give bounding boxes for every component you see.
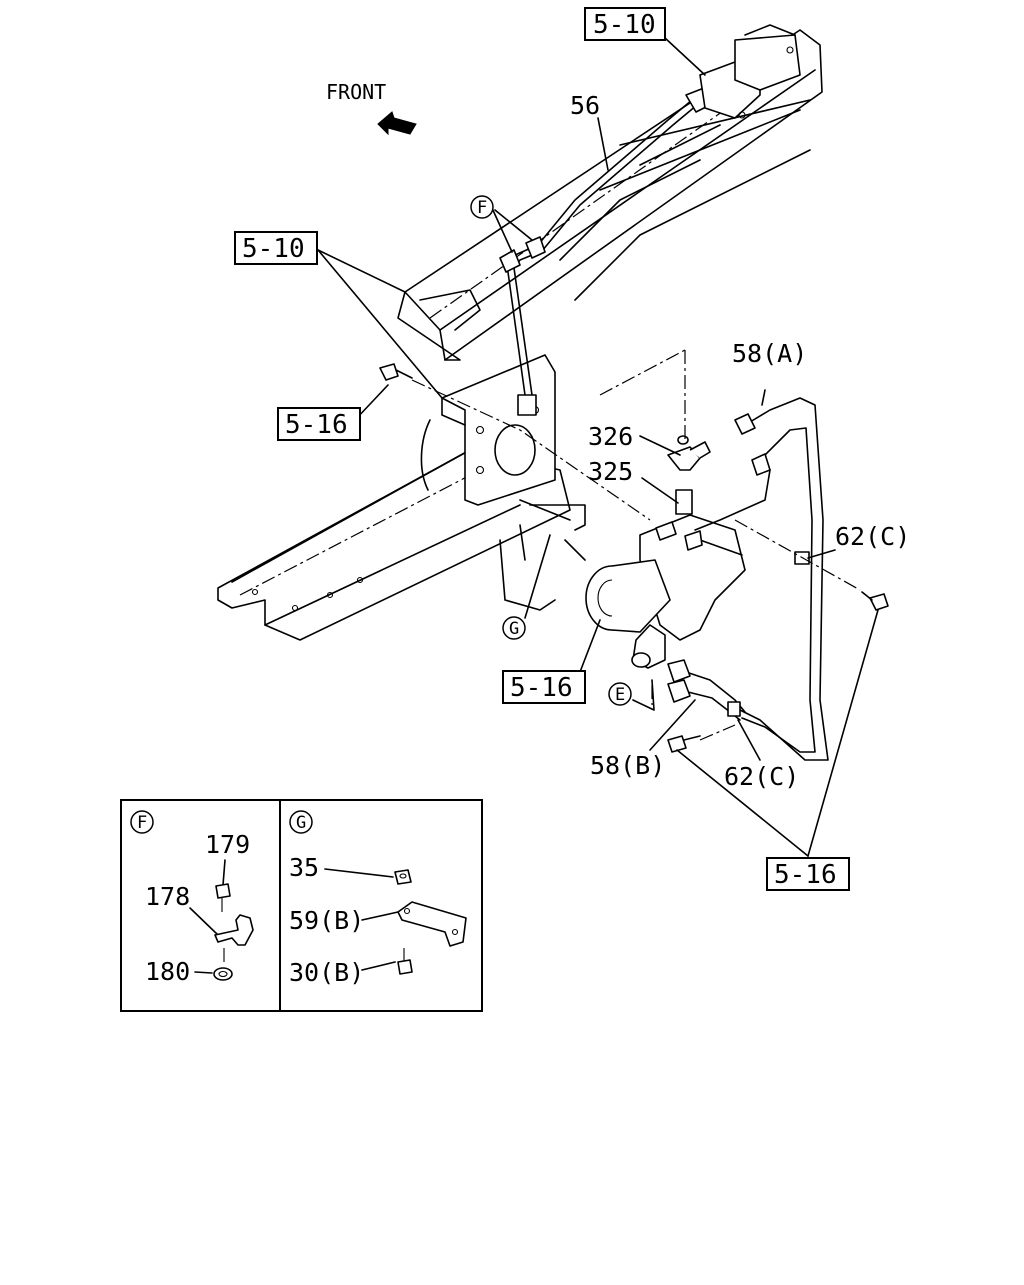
ref-box-5-16-left xyxy=(277,407,361,441)
inset-g-tag: G xyxy=(296,813,306,833)
front-label: FRONT xyxy=(326,80,386,104)
ref-box-5-16-mid xyxy=(502,670,586,704)
inset-g-label-35: 35 xyxy=(289,853,319,882)
label-58b: 58(B) xyxy=(590,751,665,780)
ref-box-5-10-top xyxy=(584,7,666,41)
ref-5-16-mid: 5-16 xyxy=(510,673,573,703)
circle-e-callout: E xyxy=(615,685,625,705)
front-indicator: FRONT xyxy=(326,80,417,136)
ref-5-10-left: 5-10 xyxy=(242,234,305,264)
label-62c-right: 62(C) xyxy=(835,522,910,551)
ref-5-16-left: 5-16 xyxy=(285,410,348,440)
inset-f: F 179 178 180 xyxy=(130,810,254,986)
frame-rail-upper xyxy=(397,29,823,361)
ref-box-5-16-bottom xyxy=(766,857,850,891)
label-56: 56 xyxy=(570,91,600,120)
crossmember-bracket xyxy=(420,354,586,611)
inset-f-label-179: 179 xyxy=(205,830,250,859)
label-325: 325 xyxy=(588,457,633,486)
bolts xyxy=(379,363,889,753)
ref-box-5-10-left xyxy=(234,231,318,265)
inset-g: G 35 59(B) 30(B) xyxy=(289,810,467,987)
inset-g-label-30b: 30(B) xyxy=(289,958,364,987)
inset-f-label-180: 180 xyxy=(145,957,190,986)
label-62c-low: 62(C) xyxy=(724,762,799,791)
brake-pipes xyxy=(499,24,829,761)
label-326: 326 xyxy=(588,422,633,451)
inset-f-tag: F xyxy=(137,813,147,833)
circle-f-callout: F xyxy=(477,198,487,218)
arrow-up-left-icon xyxy=(377,111,417,136)
ref-5-16-bottom: 5-16 xyxy=(774,860,837,890)
circle-g-callout: G xyxy=(509,619,519,639)
label-58a: 58(A) xyxy=(732,339,807,368)
inset-f-label-178: 178 xyxy=(145,882,190,911)
inset-details: F 179 178 180 G 35 59(B) 30(B) xyxy=(120,799,483,1012)
inset-g-label-59b: 59(B) xyxy=(289,906,364,935)
callouts: 5-10 56 F 5-10 5-16 58(A) 326 325 62(C) … xyxy=(234,7,910,891)
ref-5-10-top: 5-10 xyxy=(593,10,656,40)
